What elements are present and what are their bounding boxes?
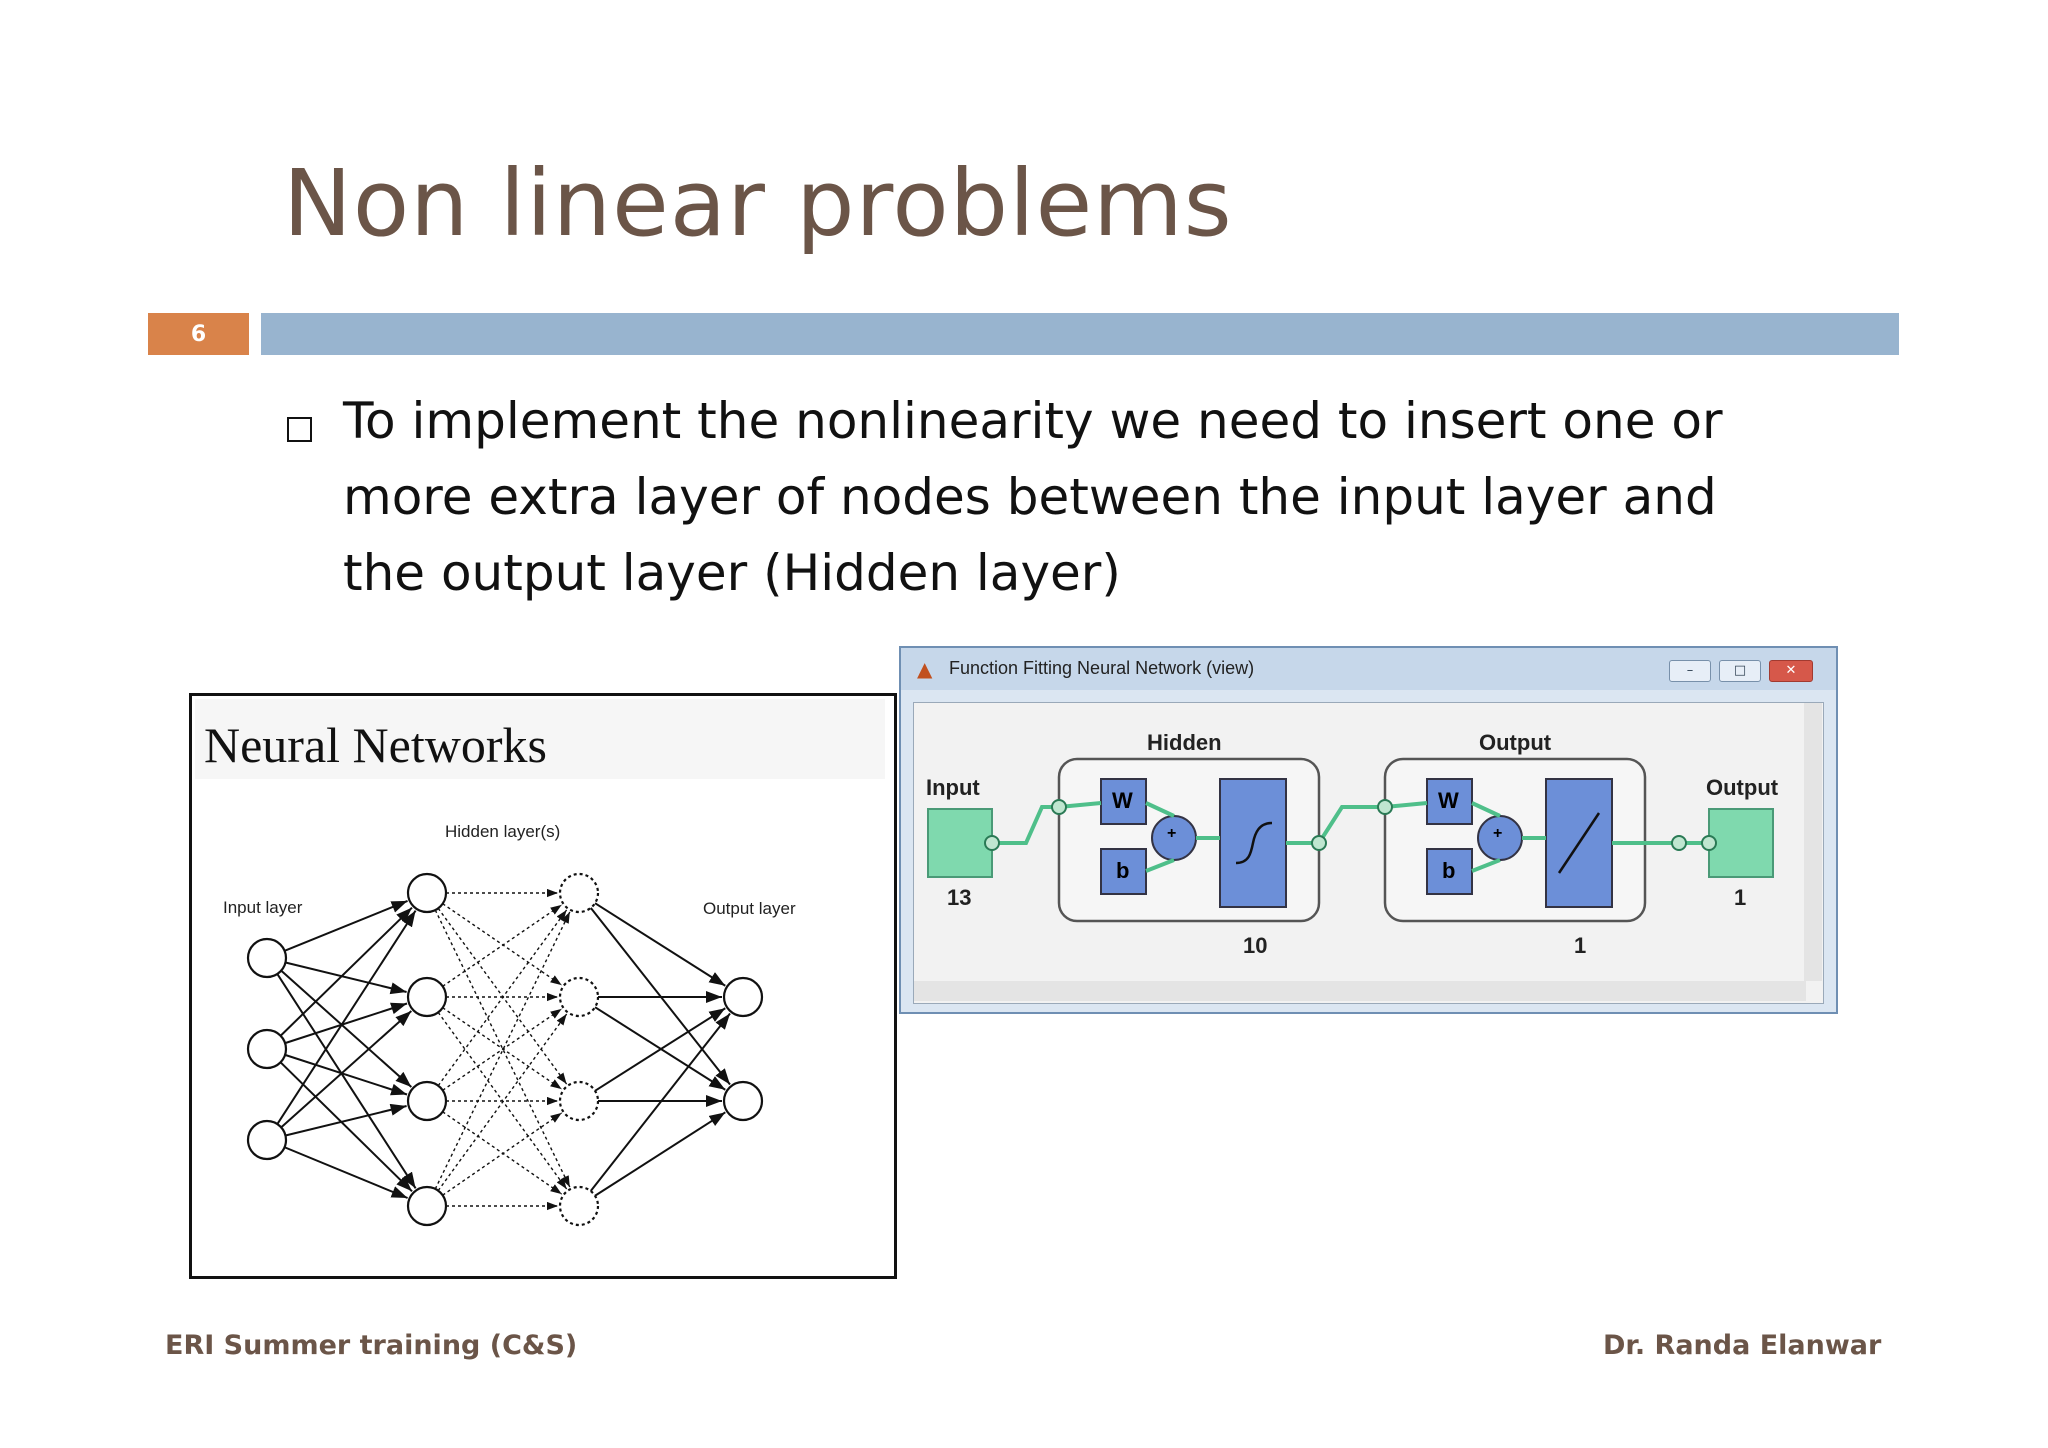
output-node <box>722 1080 764 1122</box>
input-label: Input <box>926 775 980 800</box>
hidden-output-edge <box>594 1111 726 1197</box>
output-layer-label: Output layer <box>703 899 796 918</box>
window-title: Function Fitting Neural Network (view) <box>949 658 1255 678</box>
input-hidden-edge <box>279 906 413 1037</box>
output-layer-size: 1 <box>1574 933 1587 958</box>
hidden-hidden-edge <box>434 911 571 1190</box>
hidden-label: Hidden <box>1147 730 1222 755</box>
hidden-hidden-edge <box>442 904 563 987</box>
hidden-hidden-edge <box>442 1007 563 1090</box>
matlab-icon: ▲ <box>917 657 933 681</box>
bullet-text: To implement the nonlinearity we need to… <box>343 392 1723 602</box>
footer-right: Dr. Randa Elanwar <box>1603 1330 1882 1361</box>
input-node <box>246 937 288 979</box>
hidden-hidden-edge <box>442 903 563 986</box>
output-label: Output <box>1706 775 1779 800</box>
hidden-output-edge <box>594 1007 726 1092</box>
output-bias-label: b <box>1442 858 1456 883</box>
hidden-node-dashed <box>558 872 600 914</box>
input-hidden-edge <box>284 899 408 952</box>
hidden-size: 10 <box>1243 933 1268 958</box>
input-hidden-edge <box>276 973 417 1189</box>
output-sum-label: + <box>1493 825 1503 842</box>
minimize-button[interactable]: – <box>1669 660 1711 682</box>
hidden-node <box>406 1080 448 1122</box>
output-node <box>722 976 764 1018</box>
hidden-hidden-edge <box>437 909 568 1087</box>
bullet-square-icon <box>287 417 312 442</box>
hidden-hidden-edge <box>442 1111 563 1195</box>
hidden-node-dashed <box>558 1080 600 1122</box>
output-layer-label: Output <box>1479 730 1552 755</box>
input-hidden-edge <box>280 1010 413 1129</box>
hidden-node <box>406 1185 448 1227</box>
figure-title: Neural Networks <box>204 717 547 773</box>
hidden-hidden-edge <box>442 1008 563 1091</box>
hidden-hidden-edge <box>442 1112 563 1196</box>
network-diagram <box>246 872 764 1227</box>
hidden-bias-label: b <box>1116 858 1130 883</box>
input-hidden-edge <box>285 961 407 995</box>
hidden-layer-label: Hidden layer(s) <box>445 822 561 841</box>
hidden-node-dashed <box>558 1185 600 1227</box>
hidden-weight-label: W <box>1112 788 1133 813</box>
input-layer-label: Input layer <box>223 898 303 917</box>
hidden-node <box>406 872 448 914</box>
hidden-output-edge <box>594 902 726 987</box>
footer-left: ERI Summer training (C&S) <box>165 1330 578 1361</box>
figure-title-band <box>195 699 885 779</box>
input-size: 13 <box>947 885 972 910</box>
hidden-output-edge <box>589 1012 731 1192</box>
input-hidden-edge <box>284 1002 408 1045</box>
hidden-sum-label: + <box>1167 825 1177 842</box>
hidden-hidden-edge <box>437 907 568 1085</box>
slide-title: Non linear problems <box>283 150 1233 257</box>
hidden-hidden-edge <box>437 1013 568 1192</box>
input-node <box>246 1028 288 1070</box>
input-hidden-edge <box>280 969 413 1088</box>
output-size: 1 <box>1734 885 1747 910</box>
slide-number: 6 <box>148 313 249 355</box>
input-node <box>246 1119 288 1161</box>
close-button[interactable]: ✕ <box>1769 660 1813 682</box>
input-hidden-edge <box>276 910 417 1125</box>
hidden-node-dashed <box>558 976 600 1018</box>
title-divider-bar <box>261 313 1899 355</box>
hidden-node <box>406 976 448 1018</box>
window-body: Input 13 Hidden 10 Output 1 Output 1 W b… <box>913 702 1824 1004</box>
nn-architecture-diagram <box>914 703 1822 1001</box>
neural-network-figure: Neural Networks Hidden layer(s) Input la… <box>189 693 897 1279</box>
input-hidden-edge <box>284 1146 408 1199</box>
input-hidden-edge <box>284 1053 408 1096</box>
input-hidden-edge <box>285 1103 407 1137</box>
maximize-button[interactable]: □ <box>1719 660 1761 682</box>
output-weight-label: W <box>1438 788 1459 813</box>
nn-view-window: ▲ Function Fitting Neural Network (view)… <box>899 646 1838 1014</box>
